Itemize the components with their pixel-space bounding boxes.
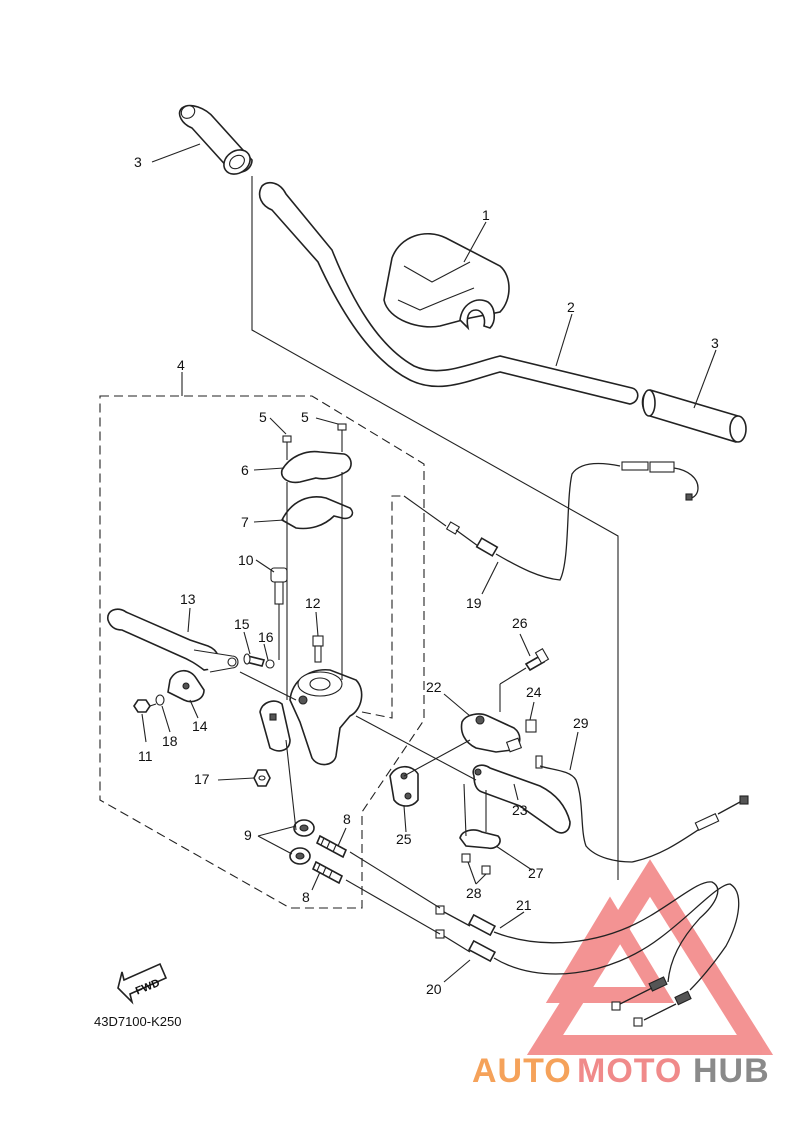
- right-grip: [641, 389, 747, 443]
- lever-holder-14: [167, 669, 205, 703]
- callout-29: 29: [573, 715, 589, 731]
- callout-23: 23: [512, 802, 528, 818]
- clutch-master-body: [289, 669, 363, 766]
- screw-5-right: [337, 423, 347, 452]
- clamp-block: [259, 700, 291, 752]
- screw-12: [312, 635, 324, 663]
- callout-10: 10: [238, 552, 254, 568]
- bolt-11: [133, 699, 157, 713]
- callout-12: 12: [305, 595, 321, 611]
- lever-bracket-22: [460, 713, 523, 753]
- washer-9-top: [293, 819, 315, 837]
- callout-7: 7: [241, 514, 249, 530]
- callout-5-left: 5: [259, 409, 267, 425]
- left-grip: [178, 104, 253, 175]
- watermark-auto: AUTO: [472, 1052, 572, 1090]
- callout-19: 19: [466, 595, 482, 611]
- bolt-15: [243, 653, 266, 667]
- callout-18: 18: [162, 733, 178, 749]
- washer-16: [265, 659, 275, 669]
- washer-9-bottom: [289, 847, 311, 865]
- bolt-10: [270, 567, 288, 660]
- cover-plate-6: [280, 450, 352, 484]
- callout-27: 27: [528, 865, 544, 881]
- handlebar-assembly-line: [251, 176, 619, 880]
- callout-labels: 3 1 2 3 4 5 5 6 7 10 12 13 15 16 14 18 1…: [134, 154, 719, 997]
- cable-21: [435, 881, 719, 983]
- handlebar: [258, 181, 639, 405]
- screw-24: [525, 719, 537, 733]
- callout-28: 28: [466, 885, 482, 901]
- bolt-8-top: [315, 834, 348, 859]
- clutch-lever-13: [107, 608, 239, 673]
- callout-11: 11: [138, 748, 153, 764]
- callout-9: 9: [244, 827, 252, 843]
- cable-19: [445, 461, 699, 581]
- holder-25: [389, 765, 419, 807]
- watermark-hub: HUB: [693, 1052, 770, 1090]
- leader-lines: [141, 143, 717, 983]
- callout-4: 4: [177, 357, 185, 373]
- cable-ends: [611, 976, 692, 1027]
- callout-25: 25: [396, 831, 412, 847]
- callout-14: 14: [192, 718, 208, 734]
- callout-1: 1: [482, 207, 490, 223]
- callout-16: 16: [258, 629, 274, 645]
- callout-15: 15: [234, 616, 250, 632]
- callout-8-bottom: 8: [302, 889, 310, 905]
- gasket-7: [280, 496, 354, 530]
- watermark-text: AUTO MOTO HUB: [472, 1052, 770, 1090]
- callout-22: 22: [426, 679, 442, 695]
- callout-24: 24: [526, 684, 542, 700]
- callout-26: 26: [512, 615, 528, 631]
- callout-2: 2: [567, 299, 575, 315]
- bolt-26: [524, 648, 550, 672]
- watermark-logo: [526, 859, 774, 1055]
- screw-5-left: [282, 435, 292, 460]
- cable-29: [535, 755, 749, 863]
- bolt-8-bottom: [311, 860, 344, 885]
- callout-13: 13: [180, 591, 196, 607]
- callout-17: 17: [194, 771, 210, 787]
- callout-5-right: 5: [301, 409, 309, 425]
- watermark-moto: MOTO: [577, 1052, 682, 1090]
- brake-lever-23: [472, 764, 571, 834]
- callout-8-top: 8: [343, 811, 351, 827]
- nut-17: [253, 769, 271, 787]
- clutch-group-outline: [361, 495, 404, 719]
- screws-28: [461, 853, 491, 875]
- callout-21: 21: [516, 897, 532, 913]
- group-4-outline: [99, 395, 425, 909]
- washer-18: [155, 694, 165, 706]
- callout-3-right: 3: [711, 335, 719, 351]
- callout-20: 20: [426, 981, 442, 997]
- callout-3-left: 3: [134, 154, 142, 170]
- diagram-code: 43D7100-K250: [94, 1014, 181, 1029]
- callout-6: 6: [241, 462, 249, 478]
- fwd-arrow-icon: FWD: [117, 962, 168, 1005]
- handlebar-pad: [383, 233, 510, 331]
